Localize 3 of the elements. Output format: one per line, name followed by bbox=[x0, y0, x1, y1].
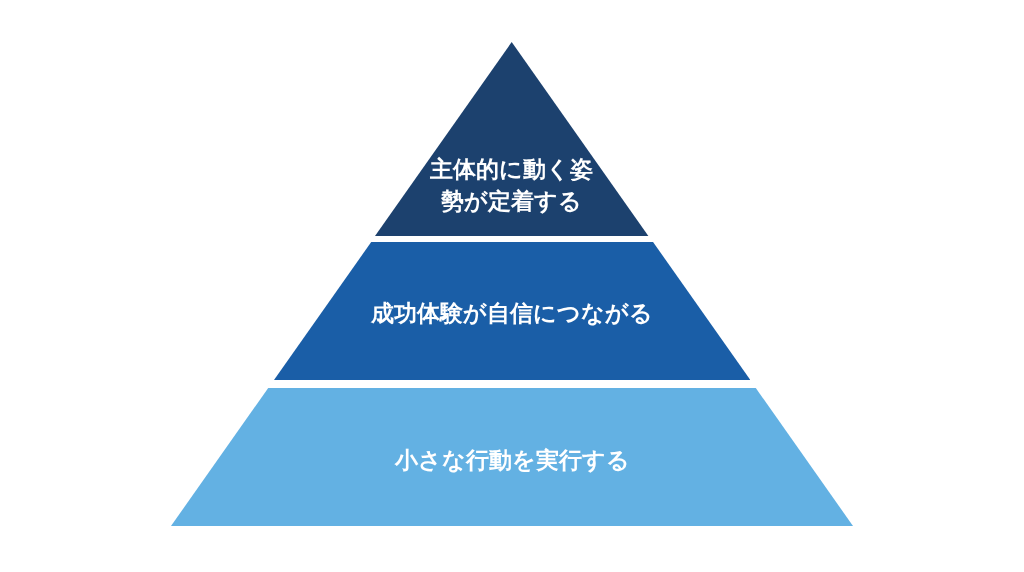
tier-label: 成功体験が自信につながる bbox=[370, 299, 654, 328]
tier-label: 小さな行動を実行する bbox=[393, 446, 631, 475]
tier-label: 主体的に動く姿勢が定着する bbox=[430, 155, 594, 216]
